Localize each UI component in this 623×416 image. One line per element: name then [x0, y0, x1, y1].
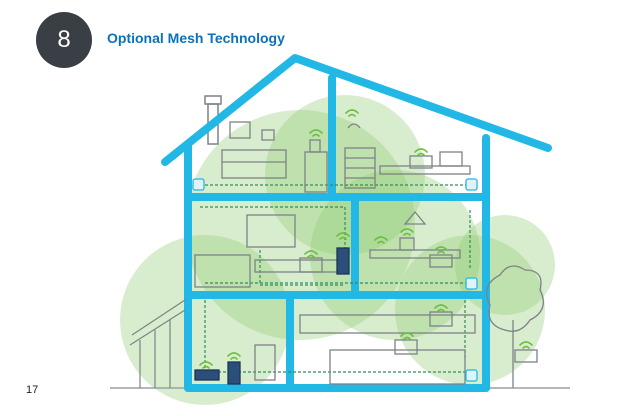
powerline-adapter-icon [336, 247, 350, 275]
wifi-signals [199, 109, 533, 369]
page-number: 17 [26, 384, 39, 396]
tv-icon [246, 214, 296, 248]
stove-icon [394, 339, 418, 355]
wifi-signal-icon [199, 361, 213, 369]
laptop-icon [299, 257, 323, 273]
section-title: Optional Mesh Technology [107, 30, 285, 46]
wifi-signal-icon [374, 236, 388, 244]
router-icon [194, 369, 220, 381]
bedroom-furniture [221, 121, 328, 193]
ground-floor-furniture [194, 311, 538, 385]
radio-icon [514, 349, 538, 363]
power-outlet-icon [465, 369, 478, 382]
wifi-signal-icon [519, 341, 533, 349]
living-room-furniture [194, 214, 350, 288]
power-outlets [192, 178, 478, 382]
powerline-adapter-icon [309, 139, 321, 153]
step-number: 8 [57, 26, 71, 53]
wifi-signal-icon [309, 129, 323, 137]
powerline-adapter-icon [399, 237, 415, 251]
microwave-icon [429, 311, 453, 327]
headphones-icon [347, 123, 361, 129]
power-outlet-icon [192, 178, 205, 191]
wifi-signal-icon [400, 228, 414, 236]
power-outlet-icon [465, 277, 478, 290]
coverage-area-lower-right [395, 235, 545, 385]
wifi-signal-icon [434, 304, 448, 312]
powerline-adapter-icon [227, 361, 241, 385]
coverage-area-garden [455, 215, 555, 315]
roof [161, 54, 552, 166]
tree [486, 265, 544, 388]
dining-room-furniture [369, 210, 461, 268]
printer-icon [439, 151, 463, 167]
laptop-icon [429, 254, 453, 268]
wifi-signal-icon [336, 232, 350, 240]
step-number-badge: 8 [36, 12, 92, 68]
wifi-signal-icon [400, 332, 414, 340]
wifi-signal-icon [227, 352, 241, 360]
porch-rails [129, 299, 186, 388]
wifi-signal-icon [414, 148, 428, 156]
wifi-signal-icon [345, 109, 359, 117]
laptop-icon [409, 155, 433, 169]
wifi-signal-icon [304, 250, 318, 258]
power-outlet-icon [465, 178, 478, 191]
office-furniture [344, 123, 471, 189]
wifi-signal-icon [434, 246, 448, 254]
